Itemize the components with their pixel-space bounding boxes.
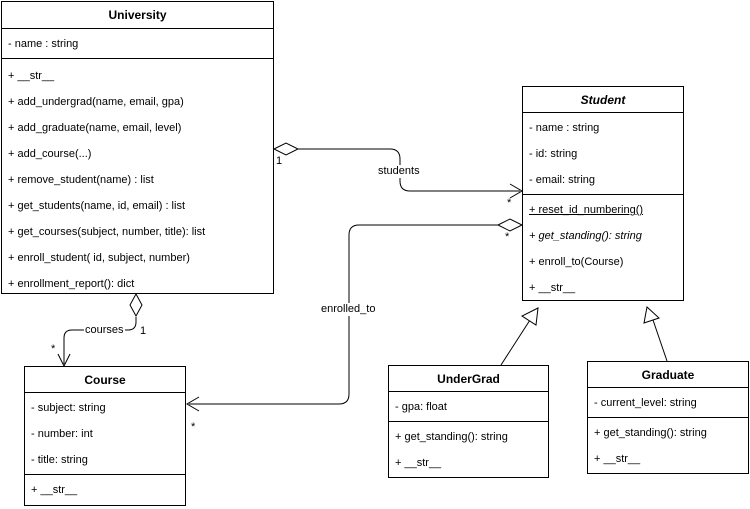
enrolled-to-aggregation-diamond bbox=[496, 218, 524, 232]
methods: + reset_id_numbering() + get_standing():… bbox=[523, 195, 683, 301]
courses-aggregation-diamond bbox=[129, 292, 143, 318]
method: + get_standing(): string bbox=[529, 230, 642, 242]
method: + __str__ bbox=[594, 453, 641, 465]
students-target-multiplicity: * bbox=[507, 197, 512, 209]
method: + get_standing(): string bbox=[594, 427, 707, 439]
undergrad-inheritance-triangle bbox=[520, 307, 539, 326]
students-aggregation-diamond bbox=[272, 142, 300, 156]
university-class[interactable]: University - name : string + __str__ + a… bbox=[1, 1, 274, 294]
attribute: - number: int bbox=[31, 428, 93, 440]
attribute: - email: string bbox=[529, 174, 596, 186]
attribute: - subject: string bbox=[31, 402, 106, 414]
method: + get_courses(subject, number, title): l… bbox=[8, 226, 206, 238]
attribute: - current_level: string bbox=[594, 397, 697, 409]
attributes: - name : string - id: string - email: st… bbox=[523, 113, 683, 195]
attribute: - name : string bbox=[529, 122, 600, 134]
attribute: - gpa: float bbox=[395, 401, 447, 413]
attribute: - name : string bbox=[8, 38, 79, 50]
methods: + get_standing(): string + __str__ bbox=[588, 418, 748, 472]
method: + reset_id_numbering() bbox=[529, 204, 644, 216]
method: + add_undergrad(name, email, gpa) bbox=[8, 96, 184, 108]
enrolled-to-label: enrolled_to bbox=[320, 303, 377, 316]
courses-label: courses bbox=[84, 324, 125, 337]
class-name: UnderGrad bbox=[389, 366, 548, 392]
method: + __str__ bbox=[31, 484, 78, 496]
enrolled-to-source-multiplicity: * bbox=[505, 231, 510, 243]
class-name: Course bbox=[25, 367, 185, 393]
graduate-class[interactable]: Graduate - current_level: string + get_s… bbox=[587, 361, 749, 474]
methods: + get_standing(): string + __str__ bbox=[389, 422, 548, 476]
method: + __str__ bbox=[8, 70, 55, 82]
enrolled-to-target-multiplicity: * bbox=[191, 421, 196, 433]
attributes: - name : string bbox=[2, 29, 273, 59]
courses-source-multiplicity: 1 bbox=[140, 325, 147, 337]
undergrad-class[interactable]: UnderGrad - gpa: float + get_standing():… bbox=[388, 365, 549, 478]
graduate-inheritance-edge bbox=[652, 319, 668, 362]
course-class[interactable]: Course - subject: string - number: int -… bbox=[24, 366, 186, 506]
method: + enrollment_report(): dict bbox=[8, 278, 135, 290]
methods: + __str__ + add_undergrad(name, email, g… bbox=[2, 59, 273, 297]
method: + enroll_student( id, subject, number) bbox=[8, 252, 190, 264]
attributes: - current_level: string bbox=[588, 388, 748, 418]
methods: + __str__ bbox=[25, 475, 185, 503]
class-name: Student bbox=[523, 87, 683, 113]
method: + __str__ bbox=[395, 457, 442, 469]
method: + add_course(...) bbox=[8, 148, 92, 160]
student-class[interactable]: Student - name : string - id: string - e… bbox=[522, 86, 684, 301]
graduate-inheritance-triangle bbox=[643, 306, 660, 324]
method: + get_standing(): string bbox=[395, 431, 508, 443]
method: + add_graduate(name, email, level) bbox=[8, 122, 182, 134]
enrolled-to-arrowhead bbox=[186, 396, 200, 412]
method: + __str__ bbox=[529, 282, 576, 294]
undergrad-inheritance-edge bbox=[500, 319, 531, 366]
attribute: - title: string bbox=[31, 454, 88, 466]
attributes: - subject: string - number: int - title:… bbox=[25, 393, 185, 475]
attributes: - gpa: float bbox=[389, 392, 548, 422]
class-name: Graduate bbox=[588, 362, 748, 388]
method: + remove_student(name) : list bbox=[8, 174, 154, 186]
students-source-multiplicity: 1 bbox=[276, 155, 283, 167]
method: + get_students(name, id, email) : list bbox=[8, 200, 185, 212]
method: + enroll_to(Course) bbox=[529, 256, 624, 268]
attribute: - id: string bbox=[529, 148, 578, 160]
courses-target-multiplicity: * bbox=[51, 343, 56, 355]
students-label: students bbox=[377, 165, 421, 178]
class-name: University bbox=[2, 2, 273, 29]
